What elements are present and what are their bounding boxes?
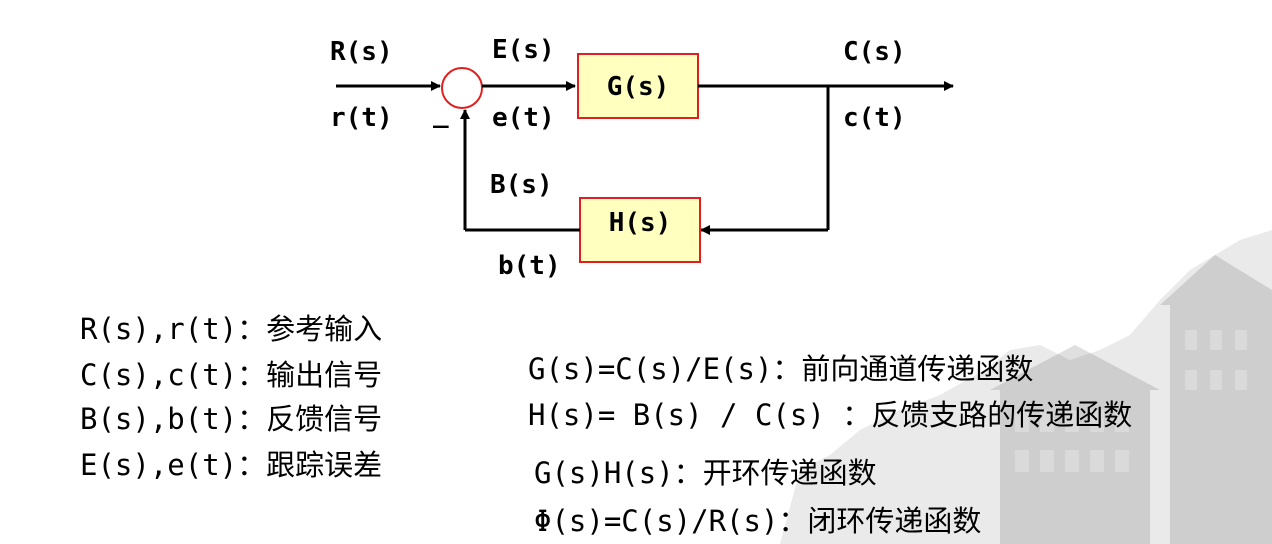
legend-tracking-error: E(s),e(t)：跟踪误差	[80, 448, 383, 482]
feedback-block-H	[579, 197, 701, 263]
label-b-t: b(t)	[498, 251, 561, 281]
label-minus: _	[433, 99, 449, 129]
label-r-t: r(t)	[330, 103, 393, 133]
legend-forward-transfer-function: G(s)=C(s)/E(s)：前向通道传递函数	[528, 352, 1034, 386]
feedback-block-H-label: H(s)	[609, 208, 672, 238]
label-c-t: c(t)	[843, 103, 906, 133]
forward-block-G	[577, 53, 699, 119]
legend-reference-input: R(s),r(t)：参考输入	[80, 312, 383, 346]
label-E-s: E(s)	[492, 35, 555, 65]
label-B-s: B(s)	[490, 170, 553, 200]
label-e-t: e(t)	[492, 103, 555, 133]
legend-closed-loop-transfer-function: Φ(s)=C(s)/R(s)：闭环传递函数	[534, 504, 982, 538]
label-C-s: C(s)	[843, 37, 906, 67]
summing-junction	[441, 67, 483, 109]
feedback-block-diagram: G(s) H(s) R(s) r(t) _ E(s) e(t) C(s) c(t…	[330, 35, 954, 281]
legend-output-signal: C(s),c(t)：输出信号	[80, 358, 383, 392]
legend-feedback-signal: B(s),b(t)：反馈信号	[80, 402, 383, 436]
forward-block-G-label: G(s)	[607, 72, 670, 102]
label-R-s: R(s)	[330, 37, 393, 67]
legend-open-loop-transfer-function: G(s)H(s)：开环传递函数	[534, 456, 877, 490]
legend-feedback-transfer-function: H(s)= B(s) / C(s) ：反馈支路的传递函数	[528, 398, 1133, 432]
